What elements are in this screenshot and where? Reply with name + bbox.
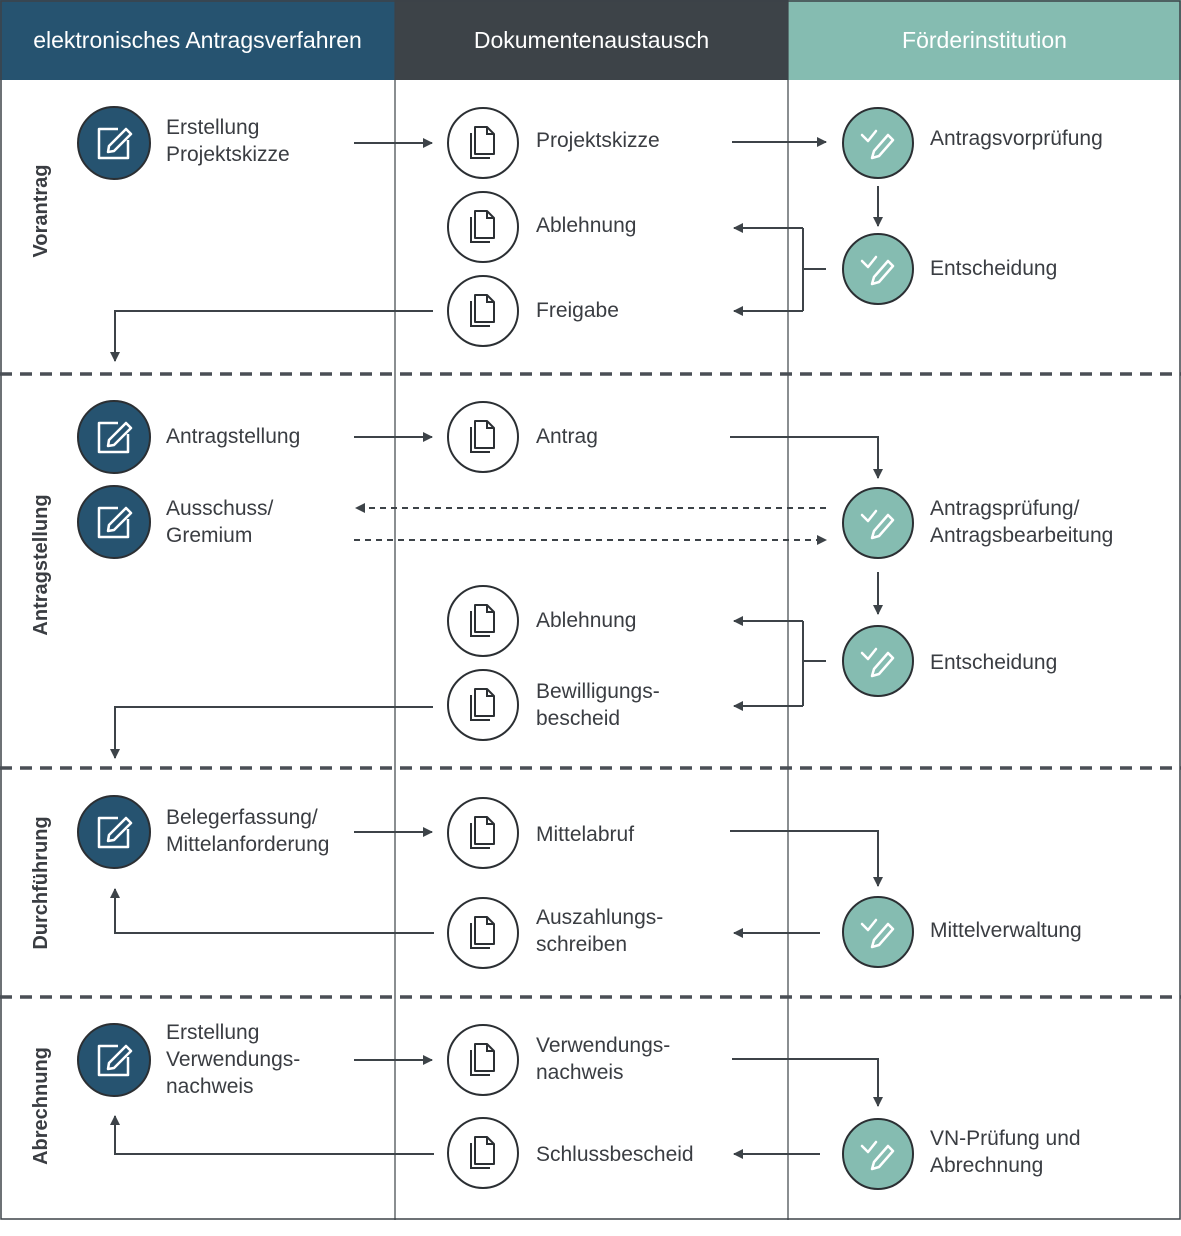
document-icon — [447, 107, 519, 179]
header-document-exchange: Dokumentenaustausch — [395, 0, 788, 80]
step-antragspruefung: Antragsprüfung/ Antragsbearbeitung — [930, 497, 1114, 547]
approve-icon — [842, 1118, 914, 1190]
phase-label-durchfuehrung: Durchführung — [30, 816, 52, 950]
document-icon — [447, 1024, 519, 1096]
document-icon — [447, 275, 519, 347]
doc-projektskizze: Projektskizze — [536, 129, 660, 152]
document-icon — [447, 1117, 519, 1189]
document-icon — [447, 585, 519, 657]
edit-icon — [77, 795, 151, 869]
phase-label-vorantrag: Vorantrag — [30, 164, 52, 258]
step-belegerfassung: Belegerfassung/ Mittelanforderung — [166, 806, 330, 856]
approve-icon — [842, 625, 914, 697]
approve-icon — [842, 896, 914, 968]
document-icon — [447, 669, 519, 741]
step-mittelverwaltung: Mittelverwaltung — [930, 919, 1082, 942]
flow-arrow — [110, 888, 434, 934]
flow-arrow — [730, 830, 883, 887]
document-icon — [447, 191, 519, 263]
flow-arrow — [110, 1115, 434, 1155]
edit-icon — [77, 1023, 151, 1097]
document-icon — [447, 797, 519, 869]
step-erstellung-verwendungsnachweis: Erstellung Verwendungs- nachweis — [166, 1021, 301, 1098]
doc-mittelabruf: Mittelabruf — [536, 823, 635, 846]
doc-verwendungsnachweis: Verwendungs- nachweis — [536, 1034, 671, 1084]
flow-arrow — [110, 310, 433, 362]
step-erstellung-projektskizze: Erstellung Projektskizze — [166, 116, 290, 166]
step-entscheidung-antrag: Entscheidung — [930, 651, 1058, 674]
edit-icon — [77, 106, 151, 180]
doc-auszahlungsschreiben: Auszahlungs- schreiben — [536, 906, 664, 956]
flow-arrow — [110, 706, 433, 759]
flow-arrow — [730, 436, 883, 479]
doc-freigabe: Freigabe — [536, 299, 619, 322]
phase-label-antragstellung: Antragstellung — [30, 494, 52, 636]
document-icon — [447, 401, 519, 473]
approve-icon — [842, 487, 914, 559]
header-applicant: elektronisches Antragsverfahren — [0, 0, 395, 80]
approve-icon — [842, 107, 914, 179]
doc-bewilligungsbescheid: Bewilligungs- bescheid — [536, 680, 660, 730]
step-ausschuss-gremium: Ausschuss/ Gremium — [166, 497, 274, 547]
step-vn-pruefung: VN-Prüfung und Abrechnung — [930, 1127, 1081, 1177]
flow-arrow — [732, 1058, 883, 1107]
doc-ablehnung-antrag: Ablehnung — [536, 609, 637, 632]
edit-icon — [77, 485, 151, 559]
doc-schlussbescheid: Schlussbescheid — [536, 1143, 694, 1166]
approve-icon — [842, 233, 914, 305]
step-antragsvorpruefung: Antragsvorprüfung — [930, 127, 1103, 150]
phase-label-abrechnung: Abrechnung — [30, 1047, 52, 1165]
doc-ablehnung-vorantrag: Ablehnung — [536, 214, 637, 237]
doc-antrag: Antrag — [536, 425, 598, 448]
edit-icon — [77, 400, 151, 474]
header-funding-institution: Förderinstitution — [788, 0, 1181, 80]
document-icon — [447, 897, 519, 969]
step-entscheidung-vorantrag: Entscheidung — [930, 257, 1058, 280]
step-antragstellung: Antragstellung — [166, 425, 301, 448]
